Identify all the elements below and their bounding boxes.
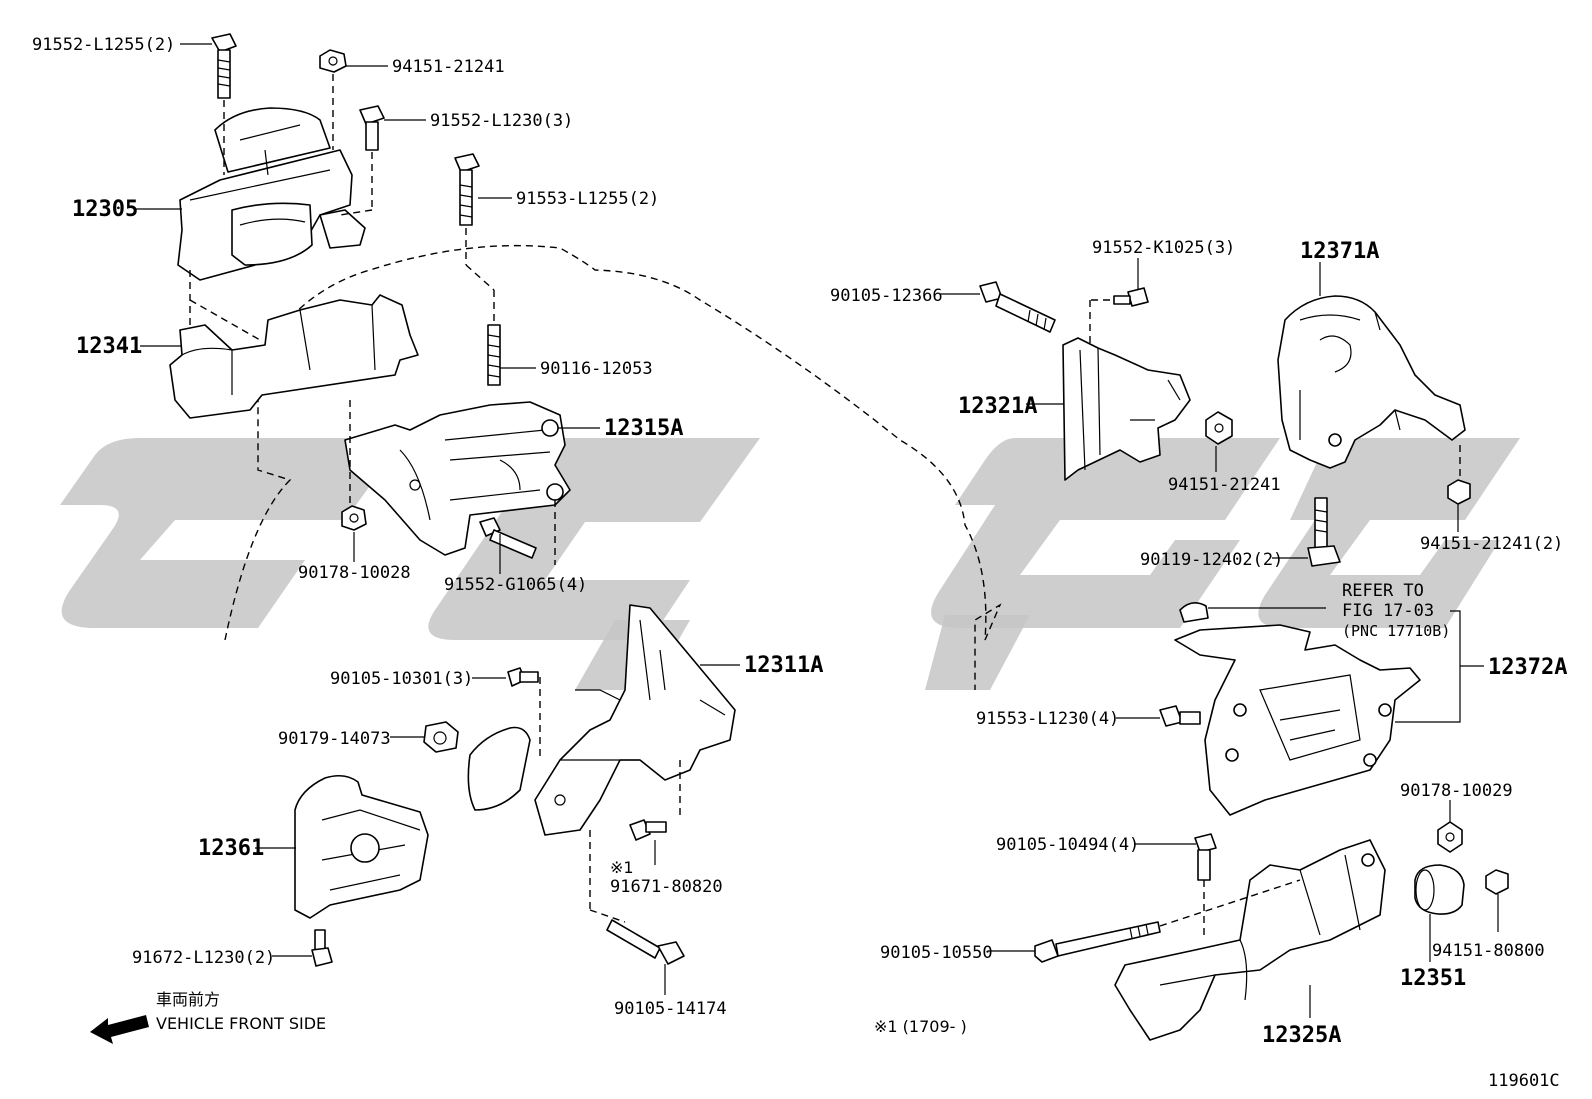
front-label-en: VEHICLE FRONT SIDE (156, 1014, 326, 1033)
label-12311A: 12311A (744, 653, 823, 678)
mount-12361 (294, 774, 429, 919)
bolt-91552-G1065 (479, 517, 537, 559)
nut-90178-10029 (1437, 821, 1463, 853)
part-labels: 91552-L1255(2) 94151-21241 91552-L1230(3… (32, 35, 1567, 1048)
label-90105-10301: 90105-10301(3) (330, 669, 473, 689)
bolt-90105-10301 (507, 667, 539, 687)
bolt-90119-12402 (1307, 497, 1341, 567)
footnote: ※1 (1709- ) (874, 1017, 967, 1036)
label-91553-L1255: 91553-L1255(2) (516, 189, 659, 209)
insulator-12351 (1414, 864, 1465, 915)
engine-mount-12305 (177, 107, 366, 281)
label-12341: 12341 (76, 334, 142, 359)
label-12351: 12351 (1400, 966, 1466, 991)
label-91552-L1255: 91552-L1255(2) (32, 35, 175, 55)
label-90178-10028: 90178-10028 (298, 563, 411, 583)
label-94151-80800: 94151-80800 (1432, 941, 1545, 961)
label-12305: 12305 (72, 197, 138, 222)
label-footnote-mark: ※1 (610, 858, 634, 877)
label-90105-10494: 90105-10494(4) (996, 835, 1139, 855)
bolt-90105-14174 (606, 919, 685, 965)
label-12361: 12361 (198, 836, 264, 861)
label-94151-21241-c: 94151-21241(2) (1420, 534, 1563, 554)
bolt-90105-10550 (1034, 921, 1161, 963)
nut-90178-10028 (341, 505, 367, 531)
label-91552-L1230: 91552-L1230(3) (430, 111, 573, 131)
label-refer-fig: FIG 17-03 (1342, 601, 1434, 621)
nut-94151-80800 (1485, 869, 1509, 895)
bolt-91552-L1230 (359, 105, 385, 151)
mount-12371A (1277, 295, 1466, 469)
figure-code: 119601C (1488, 1071, 1560, 1091)
front-arrow-icon (90, 1015, 149, 1044)
clip-refer (1179, 602, 1209, 623)
label-91671-80820: 91671-80820 (610, 877, 723, 897)
label-91552-G1065: 91552-G1065(4) (444, 575, 587, 595)
bracket-12311A (467, 604, 736, 836)
nut-94151-21241-top (319, 49, 347, 73)
label-90119-12402: 90119-12402(2) (1140, 550, 1283, 570)
bolt-91553-L1255 (454, 153, 480, 226)
label-12321A: 12321A (958, 394, 1037, 419)
label-90179-14073: 90179-14073 (278, 729, 391, 749)
bolt-91552-L1255 (211, 33, 237, 99)
mount-12372A (1174, 624, 1421, 816)
label-refer-to: REFER TO (1342, 581, 1424, 601)
label-90105-10550: 90105-10550 (880, 943, 993, 963)
label-94151-21241-b: 94151-21241 (1168, 475, 1281, 495)
label-12372A: 12372A (1488, 655, 1567, 680)
front-label-jp: 車両前方 (156, 990, 220, 1009)
label-refer-pnc: (PNC 17710B) (1342, 622, 1450, 640)
nut-94151-21241-mid (1205, 411, 1233, 445)
bracket-12321A (1062, 337, 1191, 481)
grommet-90179-14073 (423, 721, 459, 753)
label-91672-L1230: 91672-L1230(2) (132, 948, 275, 968)
bolt-91553-L1230 (1159, 705, 1201, 727)
bolt-90105-10494 (1194, 833, 1217, 881)
label-12371A: 12371A (1300, 239, 1379, 264)
label-12315A: 12315A (604, 416, 683, 441)
bolt-90105-12366 (979, 281, 1056, 333)
label-90105-14174: 90105-14174 (614, 999, 727, 1019)
stud-90116-12053 (487, 324, 501, 386)
bolt-91672-L1230 (311, 929, 333, 967)
label-90116-12053: 90116-12053 (540, 359, 653, 379)
bracket-12315A (344, 401, 571, 556)
nut-94151-21241-right (1447, 479, 1471, 505)
label-12325A: 12325A (1262, 1023, 1341, 1048)
label-90178-10029: 90178-10029 (1400, 781, 1513, 801)
leader-lines (136, 43, 1499, 1018)
bracket-12341 (169, 294, 419, 419)
bolt-91552-K1025 (1113, 287, 1149, 307)
label-91552-K1025: 91552-K1025(3) (1092, 238, 1235, 258)
bolt-91671-80820 (629, 819, 667, 841)
label-91553-L1230: 91553-L1230(4) (976, 709, 1119, 729)
label-94151-21241-a: 94151-21241 (392, 57, 505, 77)
bracket-12325A (1114, 839, 1386, 1041)
label-90105-12366: 90105-12366 (830, 286, 943, 306)
footer: 車両前方 VEHICLE FRONT SIDE ※1 (1709- ) 1196… (156, 990, 1560, 1091)
